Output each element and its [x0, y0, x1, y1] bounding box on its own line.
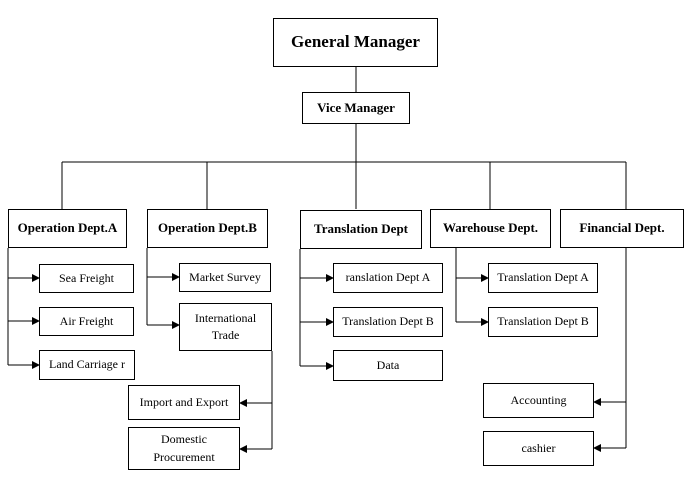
- translation-dept-box: Translation Dept: [300, 210, 422, 249]
- sea-freight-box: Sea Freight: [39, 264, 134, 293]
- financial-dept-box: Financial Dept.: [560, 209, 684, 248]
- translation-dept-b-box: Translation Dept B: [333, 307, 443, 337]
- cashier-box: cashier: [483, 431, 594, 466]
- market-survey-box: Market Survey: [179, 263, 271, 292]
- warehouse-translation-b-box: Translation Dept B: [488, 307, 598, 337]
- operation-dept-a-box: Operation Dept.A: [8, 209, 127, 248]
- vice-manager-box: Vice Manager: [302, 92, 410, 124]
- warehouse-translation-a-box: Translation Dept A: [488, 263, 598, 293]
- import-export-box: Import and Export: [128, 385, 240, 420]
- translation-dept-a-box: ranslation Dept A: [333, 263, 443, 293]
- warehouse-dept-box: Warehouse Dept.: [430, 209, 551, 248]
- operation-dept-b-box: Operation Dept.B: [147, 209, 268, 248]
- land-carriage-box: Land Carriage r: [39, 350, 135, 380]
- general-manager-box: General Manager: [273, 18, 438, 67]
- international-trade-box: International Trade: [179, 303, 272, 351]
- domestic-procurement-box: Domestic Procurement: [128, 427, 240, 470]
- air-freight-box: Air Freight: [39, 307, 134, 336]
- accounting-box: Accounting: [483, 383, 594, 418]
- data-box: Data: [333, 350, 443, 381]
